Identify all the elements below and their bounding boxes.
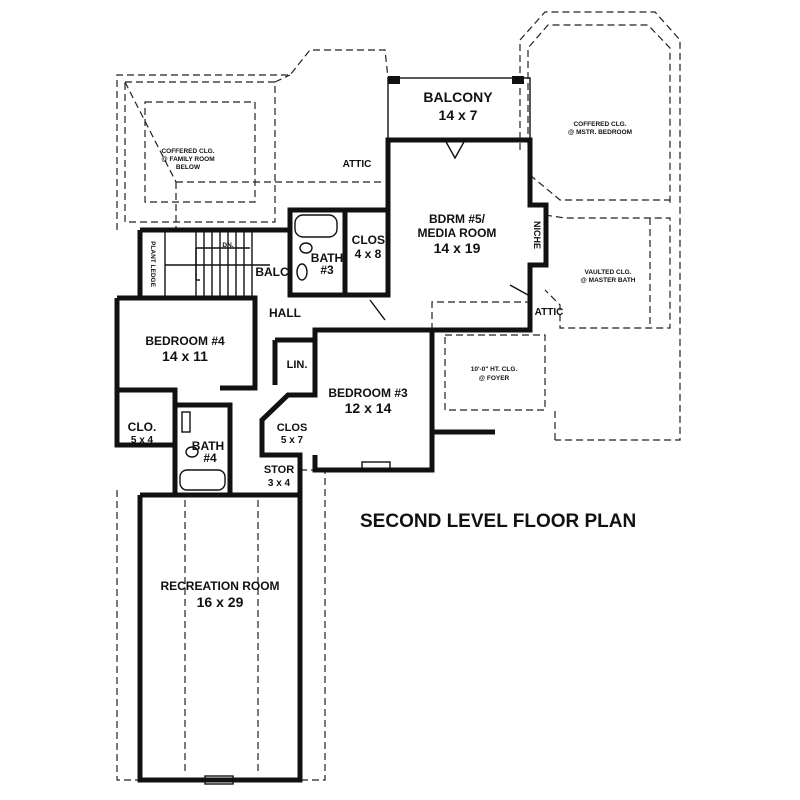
clos48-size: 4 x 8 <box>355 247 382 261</box>
stor-size: 3 x 4 <box>268 478 291 489</box>
bdrm5-label-2: MEDIA ROOM <box>418 226 497 240</box>
bath4-label: BATH <box>192 439 224 453</box>
balcony-label: BALCONY <box>423 89 493 105</box>
toilet-3 <box>299 242 313 254</box>
balcony-door[interactable] <box>444 139 466 160</box>
niche-label: NICHE <box>532 221 542 249</box>
stairs-down-label: DN. <box>222 242 233 249</box>
attic-label: ATTIC <box>343 159 372 170</box>
window <box>204 775 234 785</box>
attic-label-2: ATTIC <box>535 307 564 318</box>
recreation-size: 16 x 29 <box>197 594 244 610</box>
foyer-ceiling-note-2: @ FOYER <box>479 375 510 382</box>
mstr-bath-ceiling-note-2: @ MASTER BATH <box>581 277 636 284</box>
staircase[interactable] <box>164 232 270 296</box>
bedroom3-label: BEDROOM #3 <box>328 386 408 400</box>
mstr-bed-ceiling-note-2: @ MSTR. BEDROOM <box>568 129 632 136</box>
clo54-size: 5 x 4 <box>131 435 154 446</box>
clos48-label: CLOS. <box>352 233 389 247</box>
balcony-size: 14 x 7 <box>439 107 478 123</box>
mstr-bath-ceiling-note: VAULTED CLG. <box>584 269 631 276</box>
walls <box>114 137 549 783</box>
bathtub-4 <box>179 469 226 491</box>
toilet-4 <box>185 446 199 458</box>
bedroom4-size: 14 x 11 <box>162 348 208 364</box>
clo54-label: CLO. <box>128 420 157 434</box>
stor-label: STOR <box>264 464 294 476</box>
family-ceiling-note-3: BELOW <box>176 164 201 171</box>
bedroom3-size: 12 x 14 <box>345 400 392 416</box>
door[interactable] <box>509 284 529 296</box>
family-ceiling-note: COFFERED CLG. <box>161 148 214 155</box>
sink-3 <box>296 263 308 281</box>
bathtub-3 <box>294 214 338 238</box>
mstr-bed-ceiling-note: COFFERED CLG. <box>573 121 626 128</box>
sink-4 <box>181 411 191 433</box>
lin-label: LIN. <box>287 359 308 371</box>
door[interactable] <box>369 299 386 321</box>
bath4-num: #4 <box>203 451 217 465</box>
clos57-label: CLOS <box>277 422 308 434</box>
bdrm5-label: BDRM #5/ <box>429 212 486 226</box>
recreation-label: RECREATION ROOM <box>160 579 279 593</box>
clos57-size: 5 x 7 <box>281 435 304 446</box>
plan-title: SECOND LEVEL FLOOR PLAN <box>360 511 636 532</box>
bath3-label: BATH <box>311 251 343 265</box>
bdrm5-size: 14 x 19 <box>434 240 481 256</box>
foyer-ceiling-note: 10'-0" HT. CLG. <box>471 366 518 373</box>
window <box>361 461 391 471</box>
plant-ledge-label: PLANT LEDGE <box>149 241 156 288</box>
family-ceiling-note-2: @ FAMILY ROOM <box>161 156 214 163</box>
balc-label: BALC <box>255 265 289 279</box>
bath3-num: #3 <box>320 263 334 277</box>
bedroom4-label: BEDROOM #4 <box>145 334 225 348</box>
hall-label: HALL <box>269 306 301 320</box>
